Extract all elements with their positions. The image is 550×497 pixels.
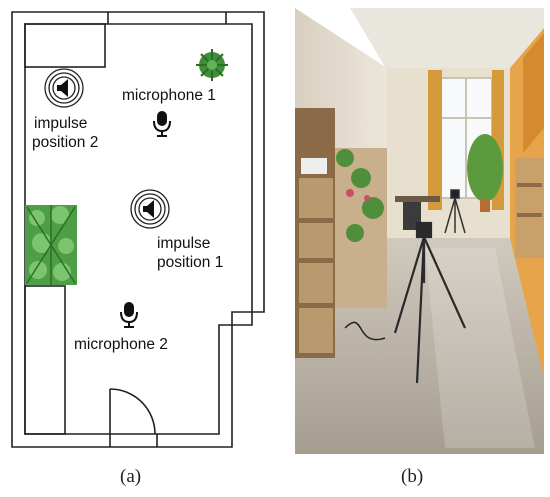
caption-a: (a): [120, 466, 142, 487]
cabinet-left: [24, 285, 66, 435]
microphone-icon: [153, 111, 171, 137]
speaker-icon: [130, 189, 170, 229]
plant-icon: [196, 49, 228, 81]
label-impulse-position-2-line-1: impulse: [34, 115, 87, 132]
cable: [344, 321, 386, 341]
label-impulse-position-2-line-2: position 2: [32, 134, 98, 151]
label-impulse-position-1-line-1: impulse: [157, 235, 210, 252]
room-photo: [295, 8, 544, 454]
label-impulse-position-1-line-2: position 1: [157, 254, 223, 271]
label-microphone-1: microphone 1: [122, 87, 216, 104]
tripod-icon: [444, 189, 466, 234]
label-microphone-2: microphone 2: [74, 336, 168, 353]
cabinet-top-left: [24, 23, 106, 68]
plant-icon: [25, 205, 77, 285]
caption-b: (b): [401, 466, 424, 487]
tripod-icon: [393, 221, 467, 384]
window-top: [107, 12, 227, 24]
plant-icon: [467, 134, 503, 212]
microphone-icon: [120, 302, 138, 328]
door-icon: [109, 388, 158, 447]
shelf-icon: [295, 108, 387, 358]
speaker-icon: [44, 68, 84, 108]
floor-plan-diagram: microphone 1 impulse position 2 impulse …: [11, 11, 265, 448]
